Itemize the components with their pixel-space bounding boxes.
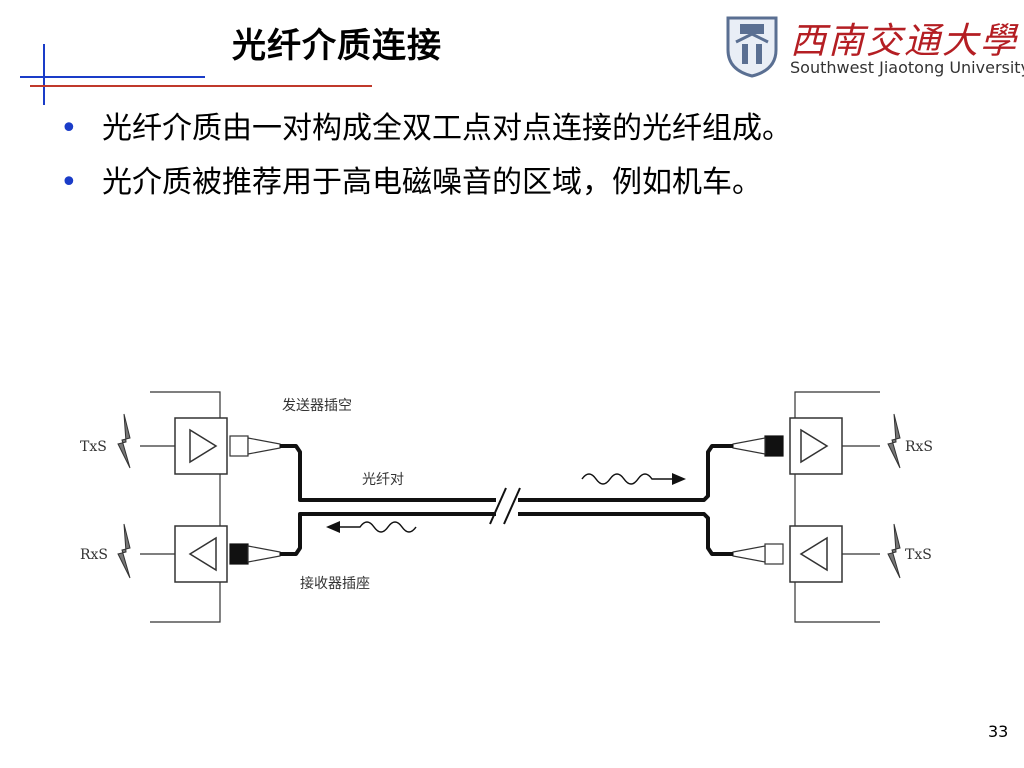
arrowhead-left-icon: [326, 521, 340, 533]
university-emblem-icon: [726, 16, 778, 78]
receiver-socket-label: 接收器插座: [300, 575, 370, 592]
arrowhead-right-icon: [672, 473, 686, 485]
left-txs-label: TxS: [80, 439, 107, 455]
page-number: 33: [988, 722, 1009, 741]
university-english-name: Southwest Jiaotong University: [790, 58, 1024, 77]
left-transmitter: [140, 417, 281, 475]
slide-title: 光纤介质连接: [232, 26, 442, 66]
bullet-list: • 光纤介质由一对构成全双工点对点连接的光纤组成。 • 光介质被推荐用于高电磁噪音的…: [60, 108, 990, 216]
bullet-text: 光纤介质由一对构成全双工点对点连接的光纤组成。: [102, 111, 792, 146]
left-receiver: [140, 525, 281, 583]
lightning-icon: [117, 413, 901, 579]
bullet-item: • 光纤介质由一对构成全双工点对点连接的光纤组成。: [60, 108, 990, 150]
transmitter-socket-label: 发送器插空: [282, 398, 352, 414]
right-transmitter: [732, 525, 880, 583]
cable-break-icon: [489, 487, 521, 525]
fiber-pair-cable: [280, 444, 733, 556]
university-chinese-name: 西南交通大學: [790, 21, 1019, 62]
signal-wave-left-icon: [340, 521, 417, 533]
bullet-item: • 光介质被推荐用于高电磁噪音的区域，例如机车。: [60, 162, 990, 204]
signal-wave-right-icon: [581, 473, 672, 485]
bullet-text: 光介质被推荐用于高电磁噪音的区域，例如机车。: [102, 165, 762, 200]
bullet-dot-icon: •: [60, 111, 78, 146]
fiber-pair-label: 光纤对: [362, 472, 404, 488]
bullet-dot-icon: •: [60, 165, 78, 200]
right-rxs-label: RxS: [905, 439, 933, 455]
header-decoration: [20, 44, 372, 105]
right-receiver: [732, 417, 880, 475]
right-txs-label: TxS: [905, 547, 932, 563]
left-device-frame: [150, 391, 221, 623]
right-device-frame: [794, 391, 880, 623]
left-rxs-label: RxS: [80, 547, 108, 563]
